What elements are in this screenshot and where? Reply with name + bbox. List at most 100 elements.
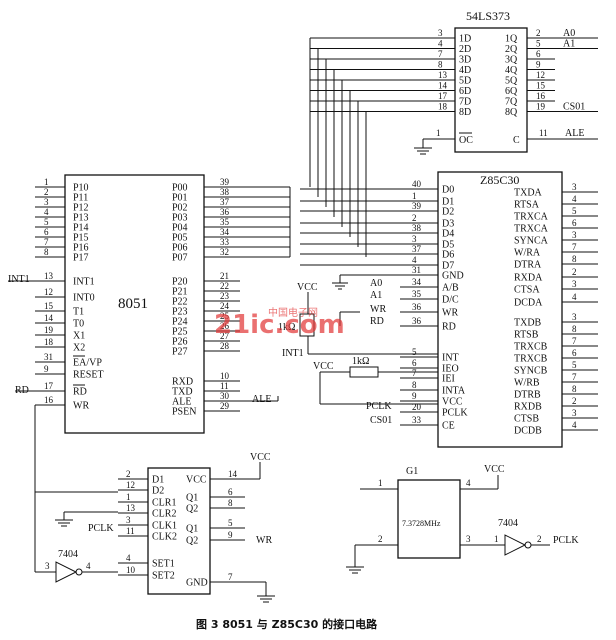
mcu-right-label: P05 [172,233,188,244]
scc-left-pin: 34 [412,277,422,287]
latch-in-pin: 7 [438,49,443,59]
scc-left-label: D3 [442,219,454,230]
scc-left-pin: 36 [412,302,422,312]
latch-c-label: C [513,135,520,146]
scc-right-a-pin: 4 [572,194,577,204]
ff-body [147,467,211,595]
scc-right-a-label: DTRA [514,260,542,271]
scc-right-b-pin: 3 [572,312,577,322]
mcu-right-label: ALE [172,397,191,408]
scc-a0-net: A0 [370,278,382,289]
latch-out-pin: 19 [536,102,546,112]
ff-wr-net: WR [256,535,272,546]
scc-left-label: GND [442,271,464,282]
mcu-right-label: P21 [172,287,188,298]
scc-left-pin: 8 [412,380,417,390]
latch-in-pin: 3 [438,28,443,38]
scc-left-label: VCC [442,397,463,408]
ff-left-pin: 3 [126,515,131,525]
latch-out-net: A1 [563,39,575,50]
ff-left-pin: 4 [126,553,131,563]
scc-left-pin: 37 [412,244,422,254]
scc-right-a-pin: 4 [572,292,577,302]
mcu-right-pin: 25 [220,311,230,321]
osc-body [397,479,461,559]
scc-right-b-label: CTSB [514,414,539,425]
mcu-left-label: T0 [73,319,84,330]
oscillator-g1: G1 7.3728MHz VCC 1 4 2 3 [346,464,505,574]
mcu-left-label: P17 [73,253,89,264]
inverter-7404-1: 7404 3 4 [45,549,91,583]
mcu-right-label: P00 [172,183,188,194]
scc-right-b-pin: 4 [572,420,577,430]
wiring [34,38,367,583]
mcu-right-pin: 34 [220,227,230,237]
ff-right-label: Q2 [186,536,198,547]
mcu-left-label: WR [73,401,89,412]
scc-right-b-label: W/RB [514,378,540,389]
mcu-left-label: P14 [73,223,89,234]
latch-title: 54LS373 [466,9,510,23]
resistor-2 [349,366,379,378]
mcu-left-pin: 9 [44,364,49,374]
scc-left-label: D1 [442,197,454,208]
scc-right-a-pin: 5 [572,206,577,216]
mcu-right-label: P07 [172,253,188,264]
mcu-right-label: P02 [172,203,188,214]
scc-left-label: CE [442,421,455,432]
scc-right-a-label: TRXCA [514,212,549,223]
resistor-2-label: 1kΩ [352,356,369,367]
ff-left-pin: 1 [126,492,131,502]
scc-right-b-label: TRXCB [514,354,548,365]
mcu-left-label: P12 [73,203,89,214]
scc-left-pin: 38 [412,223,422,233]
ff-pclk-net: PCLK [88,523,114,534]
scc-left-label: D5 [442,240,454,251]
rd-net-label: RD [15,385,29,396]
mcu-body [64,174,205,434]
latch-in-pin: 8 [438,60,443,70]
latch-out-net: A0 [563,28,575,39]
ff-left-pin: 11 [126,526,135,536]
mcu-left-pin: 12 [44,287,53,297]
mcu-left-label: INT1 [73,277,95,288]
scc-wr-net: WR [370,304,386,315]
inverter-7404-2: 7404 1 2 PCLK [494,518,579,556]
osc-vcc-label: VCC [484,464,505,475]
figure-caption: 图 3 8051 与 Z85C30 的接口电路 [196,617,378,631]
mcu-left-pin: 15 [44,301,54,311]
scc-right-b-label: DTRB [514,390,541,401]
mcu-left-pin: 7 [44,237,49,247]
mcu-right-label: P24 [172,317,188,328]
ff-right-pin: 8 [228,498,233,508]
scc-right-a-label: W/RA [514,248,541,259]
ff-right-pin: 6 [228,487,233,497]
ff-right-pin: 14 [228,469,238,479]
scc-left-pin: 7 [412,368,417,378]
inv1-out-pin: 4 [86,561,91,571]
osc-pin-1: 1 [378,478,383,488]
mcu-right-pin: 11 [220,381,229,391]
mcu-left-label: INT0 [73,293,95,304]
scc-pclk-net: PCLK [366,401,392,412]
scc-right-b-label: SYNCB [514,366,548,377]
inv1-body [55,561,78,583]
scc-cs-net: CS01 [370,415,392,426]
mcu-left-pin: 14 [44,313,54,323]
latch-out-pin: 12 [536,70,545,80]
latch-c-pin: 11 [539,128,548,138]
inv1-in-pin: 3 [45,561,50,571]
mcu-right-label: P06 [172,243,188,254]
latch-out-label: 1Q [505,34,518,45]
latch-ale-net: ALE [565,128,584,139]
mcu-right-label: P27 [172,347,188,358]
ff-right-pin: 9 [228,530,233,540]
ff-left-label: CLK2 [152,532,177,543]
osc-pin-4: 4 [466,478,471,488]
latch-in-pin: 17 [438,91,448,101]
scc-left-label: D6 [442,250,454,261]
resistor-1 [299,313,315,337]
latch-in-label: 1D [459,34,471,45]
mcu-right-pin: 10 [220,371,230,381]
scc-right-b-label: DCDB [514,426,542,437]
